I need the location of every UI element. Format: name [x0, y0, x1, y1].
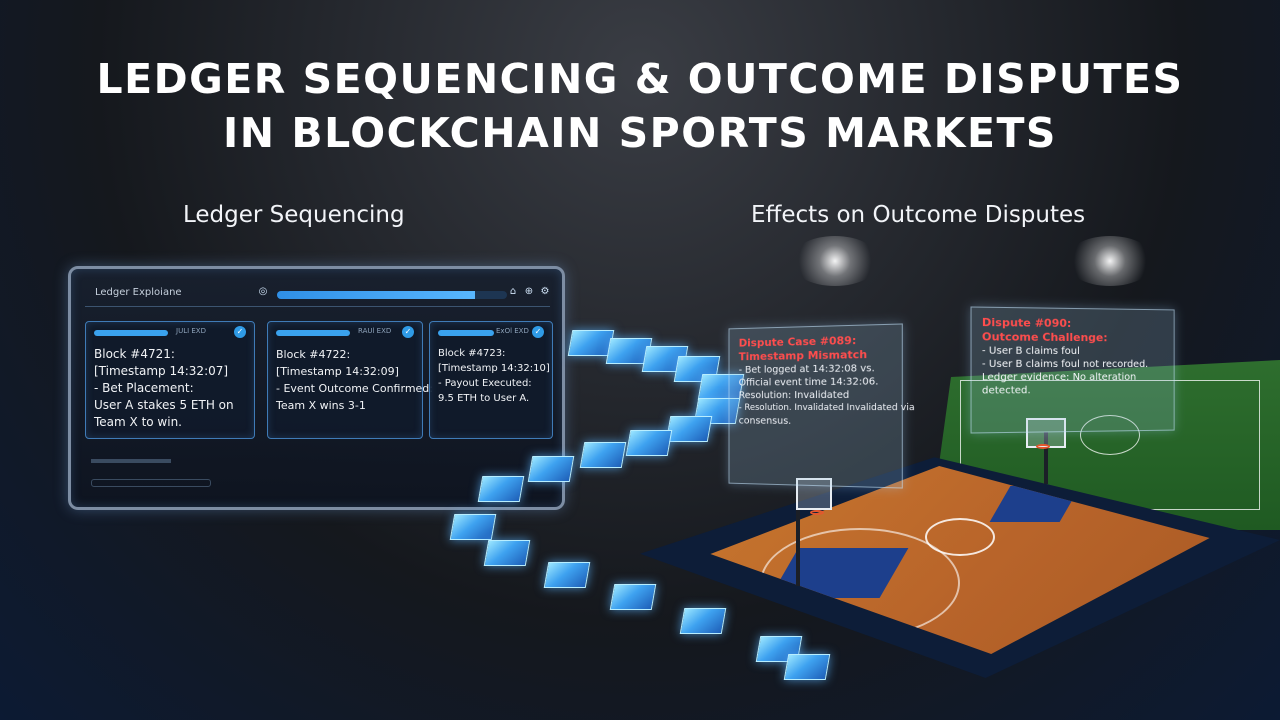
stadium-light	[790, 236, 880, 286]
ledger-footer-field[interactable]	[91, 479, 211, 487]
ledger-block-card[interactable]: ExOl EXD ✓ Block #4723: [Timestamp 14:32…	[429, 321, 553, 439]
dispute-line: - User B claims foul not recorded.	[981, 358, 1149, 370]
ledger-title: Ledger Exploiane	[95, 287, 182, 298]
chain-block	[609, 584, 657, 610]
chain-block	[679, 608, 727, 634]
block-text: Block #4721: [Timestamp 14:32:07] - Bet …	[94, 347, 234, 429]
ledger-block-card[interactable]: RAUl EXD ✓ Block #4722: [Timestamp 14:32…	[267, 321, 433, 439]
check-icon: ✓	[402, 326, 414, 338]
settings-icon[interactable]: ⚙	[540, 286, 550, 297]
record-icon: ◎	[258, 286, 268, 297]
center-circle	[925, 518, 995, 556]
chain-block	[625, 430, 673, 456]
chain-block	[477, 476, 525, 502]
ledger-progress-fill	[277, 291, 475, 299]
dispute-line: Resolution: Invalidated	[738, 389, 850, 402]
ledger-header: Ledger Exploiane ◎ ⌂ ⊕ ⚙	[85, 283, 550, 307]
dispute-line: detected.	[981, 385, 1031, 397]
stadium-light	[1065, 236, 1155, 286]
chain-block	[527, 456, 575, 482]
right-section-label: Effects on Outcome Disputes	[751, 202, 1086, 228]
hoop-backboard	[796, 478, 832, 510]
check-icon: ✓	[532, 326, 544, 338]
block-text: Block #4723: [Timestamp 14:32:10] - Payo…	[438, 348, 550, 404]
chain-block	[543, 562, 591, 588]
check-icon: ✓	[234, 326, 246, 338]
chain-block	[783, 654, 831, 680]
ledger-block-card[interactable]: JULI EXD ✓ Block #4721: [Timestamp 14:32…	[85, 321, 255, 439]
card-meta: JULI EXD	[176, 327, 206, 335]
chain-block	[483, 540, 531, 566]
card-status-bar	[94, 330, 168, 336]
home-icon[interactable]: ⌂	[509, 286, 517, 297]
dispute-line: Ledger evidence: No alteration	[981, 371, 1137, 384]
block-text: Block #4722: [Timestamp 14:32:09] - Even…	[276, 348, 433, 412]
hoop-pole	[1044, 432, 1048, 484]
dispute-title: Outcome Challenge:	[981, 330, 1108, 345]
card-meta: RAUl EXD	[358, 327, 392, 335]
ledger-footer-bar	[91, 459, 171, 463]
hoop-rim	[810, 510, 824, 515]
card-meta: ExOl EXD	[496, 327, 529, 335]
center-circle	[1080, 415, 1140, 455]
ledger-console-panel: Ledger Exploiane ◎ ⌂ ⊕ ⚙ JULI EXD ✓ Bloc…	[68, 266, 565, 510]
dispute-line: - User B claims foul	[981, 345, 1080, 358]
chain-block	[579, 442, 627, 468]
dispute-line: consensus.	[738, 415, 792, 427]
dispute-panel[interactable]: Dispute #090: Outcome Challenge: - User …	[970, 306, 1175, 434]
card-status-bar	[438, 330, 494, 336]
left-section-label: Ledger Sequencing	[183, 202, 405, 228]
page-title: LEDGER SEQUENCING & OUTCOME DISPUTES IN …	[96, 55, 1184, 157]
hoop-pole	[796, 510, 800, 586]
hoop-rim	[1036, 444, 1050, 449]
chain-block	[449, 514, 497, 540]
dispute-line: - Resolution. Invalidated Invalidated vi…	[738, 402, 915, 414]
card-status-bar	[276, 330, 350, 336]
dispute-panel[interactable]: Dispute Case #089: Timestamp Mismatch - …	[728, 323, 915, 489]
dispute-line: Official event time 14:32:06.	[738, 376, 879, 389]
chain-block	[665, 416, 713, 442]
ledger-progress-bar	[277, 291, 507, 299]
lock-icon[interactable]: ⊕	[524, 286, 534, 297]
